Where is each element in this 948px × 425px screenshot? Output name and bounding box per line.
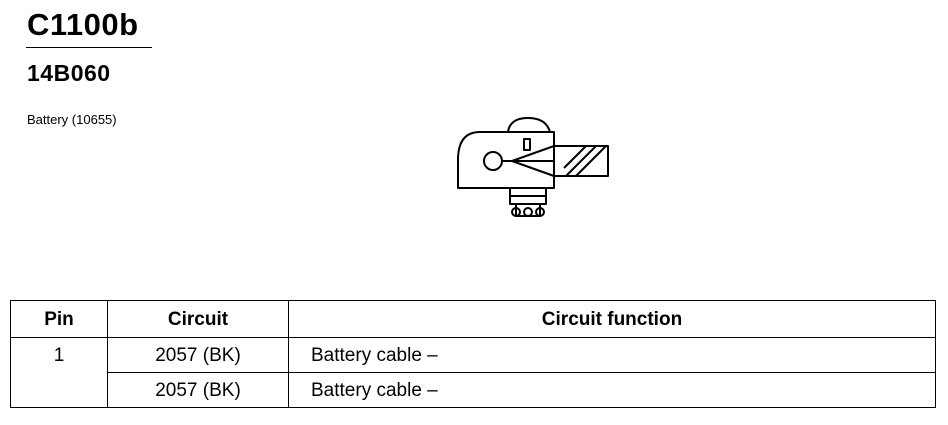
circuit-cell: 2057 (BK) [107, 372, 289, 408]
part-number: 14B060 [27, 60, 111, 86]
column-header-circuit: Circuit [107, 300, 289, 338]
cable-sleeve-hatch [563, 145, 607, 177]
pin-table: Pin Circuit Circuit function 1 2057 (BK)… [10, 300, 936, 408]
terminal-dome [507, 117, 551, 133]
connector-description: Battery (10655) [27, 112, 117, 127]
terminal-window [523, 138, 531, 151]
connector-id-underline [26, 47, 152, 48]
terminal-post-hole [483, 151, 503, 171]
circuit-cell: 2057 (BK) [107, 337, 289, 373]
terminal-jaw-wedge [511, 145, 555, 177]
connector-id: C1100b [27, 7, 139, 42]
column-header-circuit-function: Circuit function [288, 300, 936, 338]
table-row: 2057 (BK) Battery cable – [11, 372, 936, 408]
column-header-pin: Pin [10, 300, 108, 338]
circuit-function-cell: Battery cable – [288, 372, 936, 408]
circuit-function-cell: Battery cable – [288, 337, 936, 373]
pin-table-header-row: Pin Circuit Circuit function [10, 300, 936, 338]
cable-sleeve [554, 145, 609, 177]
battery-terminal-drawing [457, 117, 609, 217]
table-row: 1 2057 (BK) Battery cable – [10, 337, 936, 408]
pin-number-cell: 1 [10, 337, 108, 408]
